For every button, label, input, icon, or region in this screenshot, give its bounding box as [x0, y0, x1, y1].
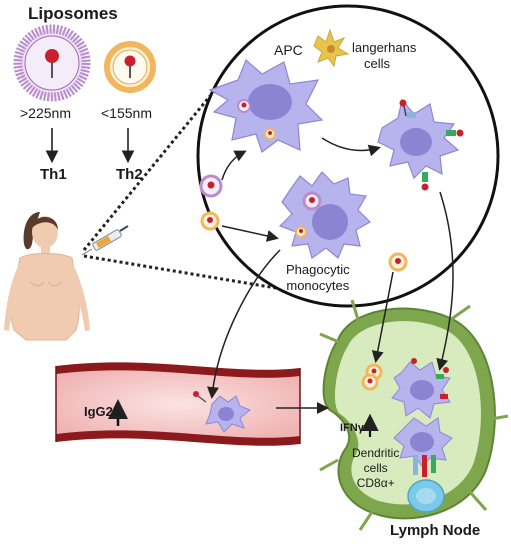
incoming-liposomes: [199, 174, 223, 231]
langerhans-label-line-2: cells: [364, 56, 391, 71]
dendritic-label-line-1: Dendritic: [352, 446, 400, 460]
human-figure-icon: [4, 212, 90, 341]
lymph-node-label: Lymph Node: [390, 522, 481, 539]
apc-cell: [208, 58, 324, 153]
langerhans-label: langerhans cells: [352, 40, 416, 72]
langerhans-label-line-1: langerhans: [352, 40, 417, 55]
small-liposome: [104, 41, 156, 93]
zoom-line-bottom: [83, 254, 301, 294]
dendritic-label: Dendritic cells CD8α+: [352, 446, 399, 491]
arrow-monocyte-to-vessel: [206, 249, 281, 399]
large-liposome-size: >225nm: [20, 105, 71, 121]
arrow-activated-to-node: [436, 191, 454, 371]
lymph-node-cells: [361, 252, 453, 513]
arrow-to-monocyte: [221, 225, 279, 242]
phagocytic-monocyte-cell: [278, 171, 371, 259]
ifn-label: IFNγ: [340, 422, 364, 434]
title: Liposomes: [28, 4, 118, 23]
apc-label: APC: [274, 42, 303, 58]
arrow-to-apc: [221, 150, 247, 181]
langerhans-cell-icon: [313, 28, 350, 68]
arrow-liposome-to-node: [371, 271, 394, 363]
monocyte-label-line-2: monocytes: [286, 278, 350, 293]
igg-label: IgG2a: [84, 404, 121, 419]
dendritic-label-line-3: CD8α+: [356, 476, 395, 490]
monocyte-label-line-1: Phagocytic: [286, 262, 350, 277]
monocyte-label: Phagocytic monocytes: [286, 262, 350, 294]
dendritic-label-line-2: cells: [363, 461, 388, 475]
syringe-icon: [81, 225, 129, 256]
th2-label: Th2: [116, 166, 143, 183]
activated-apc-cell: [377, 98, 464, 191]
arrow-to-activated: [321, 137, 381, 157]
th1-label: Th1: [40, 166, 67, 183]
large-liposome: [13, 24, 91, 102]
small-liposome-size: <155nm: [101, 105, 152, 121]
